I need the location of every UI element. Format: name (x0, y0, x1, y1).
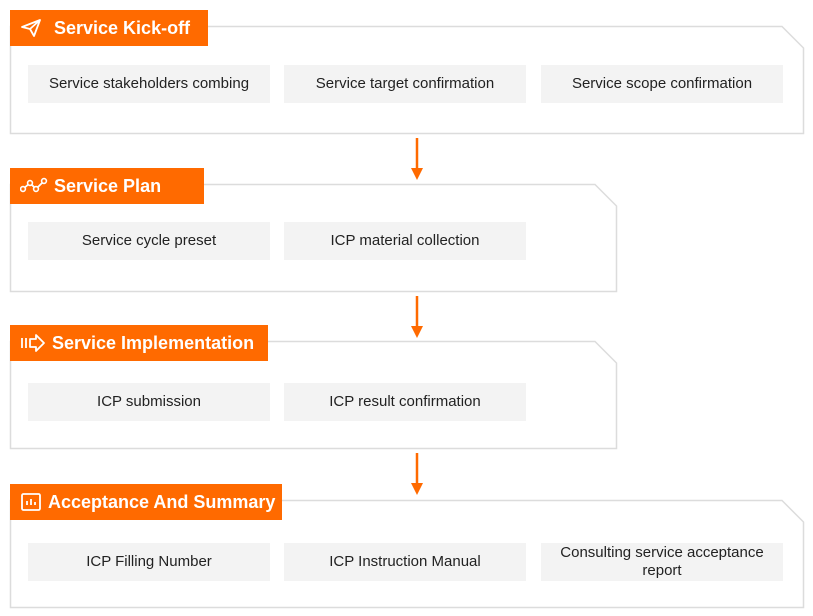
stage-title: Acceptance And Summary (48, 491, 276, 512)
stage-kickoff-header: Service Kick-off (10, 10, 208, 46)
stage-plan-header: Service Plan (10, 168, 204, 204)
report-icon (20, 492, 42, 512)
stage-kickoff-panel: Service Kick-off Service stakeholders co… (9, 10, 805, 135)
stage-acceptance-header: Acceptance And Summary (10, 484, 282, 520)
item-material-collection: ICP material collection (284, 222, 526, 260)
item-icp-submission: ICP submission (28, 383, 270, 421)
nodes-icon (20, 176, 48, 196)
stage-implementation-header: Service Implementation (10, 325, 268, 361)
stage-acceptance-panel: Acceptance And Summary ICP Filling Numbe… (9, 484, 805, 609)
stage-plan-panel: Service Plan Service cycle preset ICP ma… (9, 168, 618, 293)
item-scope: Service scope confirmation (541, 65, 783, 103)
item-target: Service target confirmation (284, 65, 526, 103)
flow-arrow (411, 138, 423, 180)
send-icon (20, 18, 48, 38)
stage-title: Service Implementation (52, 332, 255, 353)
arrow-right-icon (20, 333, 46, 353)
stage-title: Service Kick-off (54, 17, 191, 38)
item-acceptance-report: Consulting service acceptance report (541, 543, 783, 581)
flow-arrow (411, 453, 423, 495)
item-cycle-preset: Service cycle preset (28, 222, 270, 260)
stage-implementation-panel: Service Implementation ICP submission IC… (9, 325, 618, 450)
flow-arrow (411, 296, 423, 338)
item-stakeholders: Service stakeholders combing (28, 65, 270, 103)
item-filling-number: ICP Filling Number (28, 543, 270, 581)
stage-title: Service Plan (54, 175, 162, 196)
item-icp-result: ICP result confirmation (284, 383, 526, 421)
item-instruction-manual: ICP Instruction Manual (284, 543, 526, 581)
